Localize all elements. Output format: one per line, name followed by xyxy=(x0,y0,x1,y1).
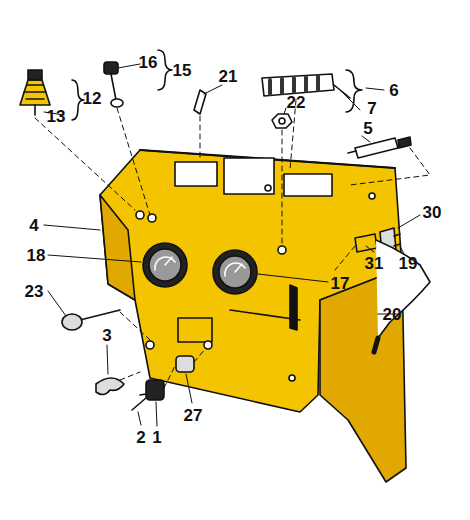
callout-number: 7 xyxy=(366,99,377,118)
callout-number: 2 xyxy=(135,428,146,447)
parts xyxy=(20,62,430,410)
callout-number: 3 xyxy=(101,326,112,345)
callout-number: 27 xyxy=(183,406,204,425)
leader-lines xyxy=(44,64,420,426)
callout-number: 17 xyxy=(330,274,351,293)
instrument-panel xyxy=(100,150,406,482)
callout-number: 19 xyxy=(398,254,419,273)
gauges xyxy=(143,243,257,294)
callout-number: 4 xyxy=(28,216,39,235)
callout-number: 21 xyxy=(218,67,239,86)
callout-number: 1 xyxy=(151,428,162,447)
phantom-lines xyxy=(35,100,430,388)
brackets xyxy=(72,50,362,120)
callout-number: 20 xyxy=(382,305,403,324)
callout-number: 6 xyxy=(388,81,399,100)
callout-number: 23 xyxy=(24,282,45,301)
callout-number: 13 xyxy=(46,107,67,126)
callout-number: 5 xyxy=(362,119,373,138)
callout-number: 16 xyxy=(138,53,159,72)
callout-number: 31 xyxy=(364,254,385,273)
callout-number: 15 xyxy=(172,61,193,80)
callout-number: 12 xyxy=(82,89,103,108)
callout-number: 22 xyxy=(286,93,307,112)
callout-number: 18 xyxy=(26,246,47,265)
callout-number: 30 xyxy=(422,203,443,222)
